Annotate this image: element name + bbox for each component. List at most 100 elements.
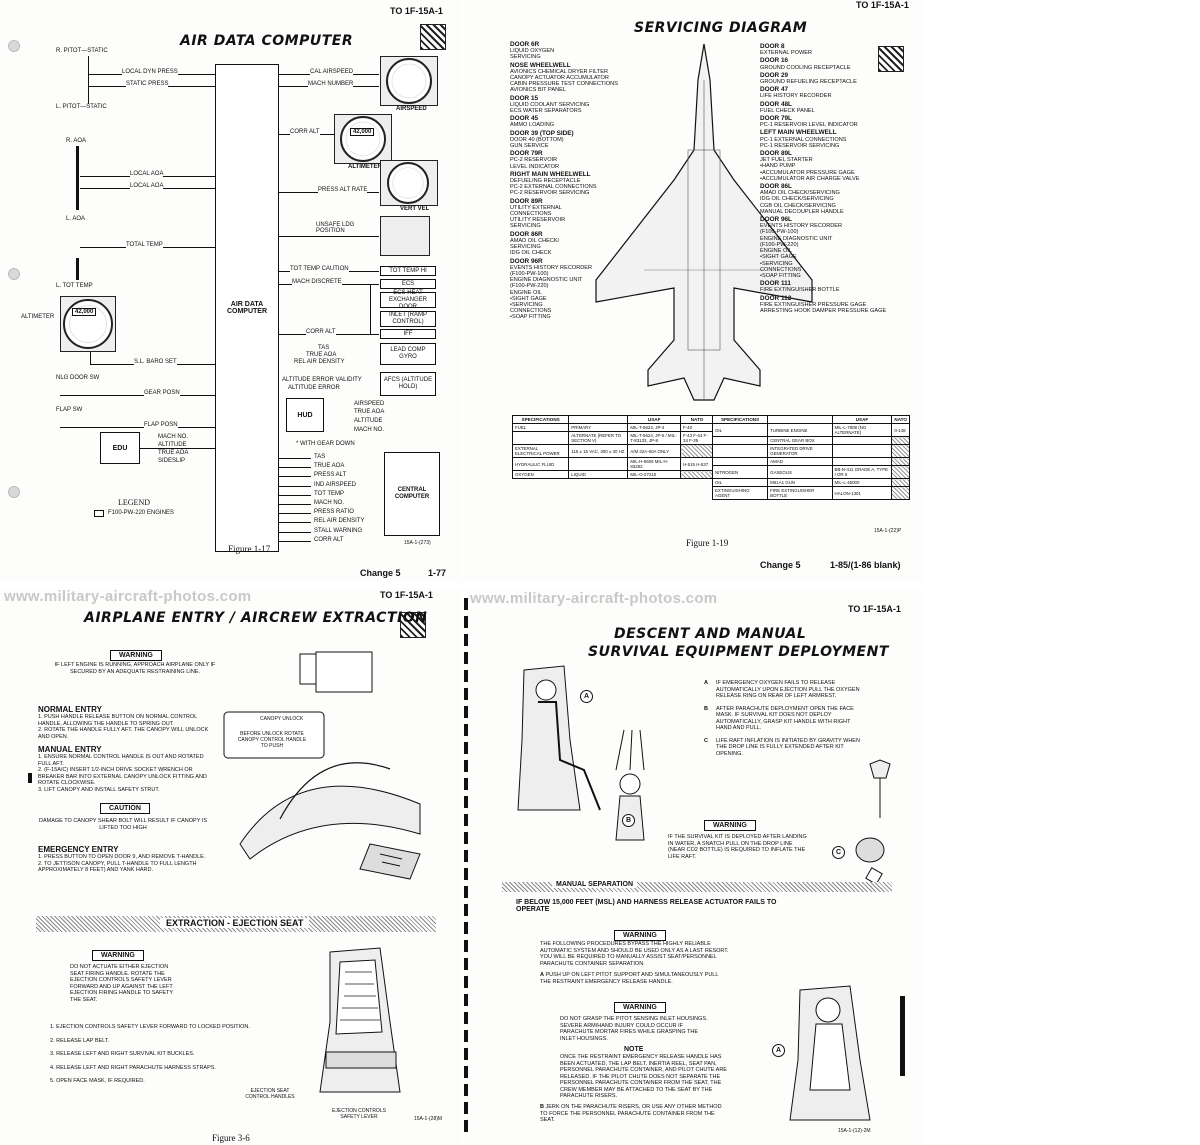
page-title-1: DESCENT AND MANUAL — [614, 626, 807, 642]
door-title: DOOR 8 — [760, 43, 785, 50]
ecs-box: ECS — [380, 279, 436, 289]
emergency-entry-heading: EMERGENCY ENTRY — [38, 845, 119, 854]
door-desc: ENGINE DIAGNOSTIC UNIT — [760, 235, 833, 242]
edu-line-4: SIDESLIP — [158, 458, 186, 464]
air-data-computer-box: AIR DATA COMPUTER — [215, 64, 279, 552]
table-cell: LIQUID — [568, 470, 629, 479]
iff-box: IFF — [380, 329, 436, 339]
table-cell — [891, 465, 910, 479]
step-b: B JERK ON THE PARACHUTE RISERS, OR USE A… — [540, 1104, 730, 1124]
step-a-key: A — [540, 972, 544, 978]
door-desc: (F100-PW-220) — [760, 241, 799, 248]
door-desc: SERVICING — [510, 223, 541, 230]
table-cell: OIL — [711, 423, 769, 437]
central-input-line — [279, 458, 311, 459]
tot-temp-hi-box: TOT TEMP HI — [380, 266, 436, 276]
door-desc: FIRE EXTINGUISHER BOTTLE — [760, 287, 840, 294]
table-cell: MIL-L-7808 (NO ALTERNATE) — [831, 423, 893, 437]
door-desc: LIFE HISTORY RECORDER — [760, 93, 832, 100]
warning-text: IF LEFT ENGINE IS RUNNING, APPROACH AIRP… — [54, 662, 216, 675]
door-desc: MANUAL DECOUPLER HANDLE — [760, 208, 844, 215]
door-desc: AVIONICS CHEMICAL DRYER FILTER — [510, 68, 609, 75]
legend-icon — [94, 510, 104, 517]
flap-line — [60, 427, 215, 428]
central-input-6: MACH NO. — [314, 500, 344, 506]
door-title: DOOR 47 — [760, 86, 789, 94]
classification-hatch-icon — [878, 46, 904, 72]
central-input-line — [279, 513, 311, 515]
descent-step: A IF EMERGENCY OXYGEN FAILS TO RELEASE AU… — [704, 680, 864, 700]
safety-lever-label: EJECTION CONTROLS SAFETY LEVER — [332, 1108, 386, 1120]
l-aoa-label: L. AOA — [66, 216, 86, 222]
door-desc: CONNECTIONS — [510, 211, 552, 218]
table-header-cell — [568, 415, 629, 424]
legend-item: F100-PW-220 ENGINES — [108, 510, 174, 516]
warning2-text: THE FOLLOWING PROCEDURES BYPASS THE HIGH… — [540, 941, 729, 967]
table-cell — [680, 444, 714, 458]
table-header-cell: USAF — [627, 415, 682, 424]
door-title: DOOR 48L — [760, 100, 792, 108]
table-cell: MIL-T-5624, JP-5 / MIL-T-83133, JP-8 — [627, 431, 682, 445]
central-input-1: TAS — [314, 454, 326, 460]
door-desc: UTILITY RESERVOIR — [510, 217, 566, 224]
edu-line-1: MACH NO. — [158, 434, 188, 440]
to-number: TO 1F-15A-1 — [848, 604, 901, 614]
local-aoa-label-2: LOCAL AOA — [130, 183, 164, 189]
figure-caption: Figure 1-19 — [686, 538, 729, 548]
page-title: AIRPLANE ENTRY / AIRCREW EXTRACTION — [84, 610, 428, 626]
door-title: DOOR 79L — [760, 115, 792, 123]
computer-label: AIR DATA COMPUTER — [226, 301, 268, 315]
figure-code: 15A-1-(273) — [404, 540, 431, 546]
door-title: DOOR 89L — [760, 150, 792, 158]
table-cell: MIL-T-5624, JP-4 — [627, 423, 682, 432]
descent-step-text: IF EMERGENCY OXYGEN FAILS TO RELEASE AUT… — [716, 680, 860, 699]
door-desc: FUEL CHECK PANEL — [760, 107, 815, 114]
table-cell: EXTERNAL ELECTRICAL POWER — [511, 444, 570, 458]
edu-box: EDU — [100, 432, 140, 464]
manual-sep-banner — [502, 882, 892, 892]
door-title: RIGHT MAIN WHEELWELL — [510, 170, 591, 178]
door-desc: •SIGHT GAGE — [760, 254, 797, 261]
door-title: NOSE WHEELWELL — [510, 61, 571, 69]
baro-line-v — [90, 352, 91, 364]
extraction-step-1: 1. EJECTION CONTROLS SAFETY LEVER FORWAR… — [50, 1024, 250, 1030]
altimeter-readout: 42,000 — [72, 308, 97, 316]
table-cell — [891, 444, 910, 458]
door-title: DOOR 86R — [510, 230, 543, 238]
caution-label: CAUTION — [100, 803, 150, 814]
to-number: TO 1F-15A-1 — [856, 0, 909, 10]
door-title: DOOR 112 — [760, 294, 792, 302]
ldg-line — [279, 236, 379, 237]
warning2-label-box: WARNING — [92, 944, 144, 962]
manual-step-2: 2. (F-15A/C) INSERT 1/2-INCH DRIVE SOCKE… — [38, 767, 207, 786]
life-raft-descent-icon — [855, 759, 891, 885]
canopy-unlock-callout-2: BEFORE UNLOCK ROTATE CANOPY CONTROL HAND… — [237, 731, 307, 749]
marker-c: C — [832, 846, 845, 859]
central-input-line — [279, 504, 311, 505]
page-title-2: SURVIVAL EQUIPMENT DEPLOYMENT — [588, 644, 889, 660]
table-cell: ALTERNATE (REFER TO SECTION V) — [568, 431, 629, 445]
descent-step-key: A — [704, 680, 708, 686]
static-press-label: STATIC PRESS — [126, 81, 169, 87]
page-title: AIR DATA COMPUTER — [180, 33, 354, 49]
r-aoa-label: R. AOA — [66, 138, 87, 144]
extraction-heading: EXTRACTION - EJECTION SEAT — [160, 918, 310, 928]
table-cell: FIRE EXTINGUISHER BOTTLE — [767, 486, 833, 500]
true-aoa-label: TRUE AOA — [306, 352, 337, 358]
altimeter-input-label: ALTIMETER — [21, 314, 55, 320]
change-number: Change 5 — [760, 560, 801, 570]
table-cell — [891, 457, 910, 466]
step-a: A PUSH UP ON LEFT PITOT SUPPORT AND SIMU… — [540, 972, 730, 985]
table-cell: 115 ± 15 VAC, 400 ± 30 Hz — [568, 444, 629, 458]
door-desc: IDG OIL CHECK — [510, 250, 552, 257]
